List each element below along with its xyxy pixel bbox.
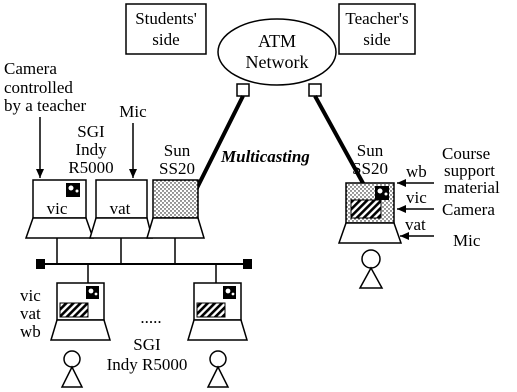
sgi-bottom-line1: SGI xyxy=(133,335,161,354)
client-tool-vat: vat xyxy=(20,304,41,323)
workstation-vat: vat xyxy=(90,180,152,238)
camera-note-line1: Camera xyxy=(4,59,57,78)
mic-label-teacher: Mic xyxy=(453,231,481,250)
vat-screen-label: vat xyxy=(110,199,131,218)
workstation-vic: vic xyxy=(26,180,93,238)
client-tools-label: vic vat wb xyxy=(20,286,41,341)
course-material-label: Course support material xyxy=(442,144,500,197)
client-tool-vic: vic xyxy=(20,286,41,305)
camera-icon xyxy=(66,183,80,197)
multicasting-label: Multicasting xyxy=(220,147,310,166)
teacher-person-icon xyxy=(360,250,382,288)
sun-teacher-label: Sun SS20 xyxy=(352,141,388,178)
vic-label-teacher: vic xyxy=(406,188,427,207)
student-person-icon xyxy=(208,351,228,387)
vic-screen-label: vic xyxy=(47,199,68,218)
teachers-side-line2: side xyxy=(363,30,390,49)
ethernet-bus xyxy=(36,238,252,283)
student-person-icon xyxy=(62,351,82,387)
students-side-line2: side xyxy=(152,30,179,49)
ellipsis: ..... xyxy=(140,308,161,327)
sun-ss20-students xyxy=(147,180,204,238)
camera-label-teacher: Camera xyxy=(442,200,495,219)
students-side-box: Students' side xyxy=(126,4,206,54)
sun-teacher-line2: SS20 xyxy=(352,159,388,178)
vat-label-teacher: vat xyxy=(405,215,426,234)
camera-note-line2: controlled xyxy=(4,78,73,97)
sgi-top-line3: R5000 xyxy=(68,158,113,177)
wb-label: wb xyxy=(406,162,427,181)
network-port-teacher xyxy=(309,84,321,96)
teachers-side-line1: Teacher's xyxy=(345,9,408,28)
course-material-line3: material xyxy=(444,178,500,197)
sun-ss20-teacher xyxy=(339,183,401,243)
sun-students-label: Sun SS20 xyxy=(159,141,195,178)
sgi-top-line1: SGI xyxy=(77,122,105,141)
client-workstation-1 xyxy=(51,283,110,340)
mic-label-students: Mic xyxy=(119,102,147,121)
students-side-line1: Students' xyxy=(135,9,197,28)
whiteboard-window xyxy=(60,303,88,317)
camera-icon xyxy=(86,286,99,299)
sun-teacher-line1: Sun xyxy=(357,141,384,160)
sgi-top-label: SGI Indy R5000 xyxy=(68,122,113,177)
sun-students-line1: Sun xyxy=(164,141,191,160)
sgi-bottom-line2: Indy R5000 xyxy=(107,355,188,374)
camera-icon xyxy=(223,286,236,299)
whiteboard-window xyxy=(197,303,225,317)
client-workstation-2 xyxy=(188,283,247,340)
atm-label-line1: ATM xyxy=(258,31,296,51)
sgi-top-line2: Indy xyxy=(75,140,107,159)
teachers-side-box: Teacher's side xyxy=(339,4,415,54)
atm-network: ATM Network xyxy=(218,19,336,85)
camera-note: Camera controlled by a teacher xyxy=(4,59,86,115)
atm-label-line2: Network xyxy=(246,52,309,72)
sgi-bottom-label: SGI Indy R5000 xyxy=(107,335,188,374)
whiteboard-window xyxy=(351,200,381,218)
network-port-students xyxy=(237,84,249,96)
camera-icon xyxy=(375,186,389,200)
camera-note-line3: by a teacher xyxy=(4,96,86,115)
client-tool-wb: wb xyxy=(20,322,41,341)
link-students xyxy=(196,96,243,190)
sun-students-line2: SS20 xyxy=(159,159,195,178)
